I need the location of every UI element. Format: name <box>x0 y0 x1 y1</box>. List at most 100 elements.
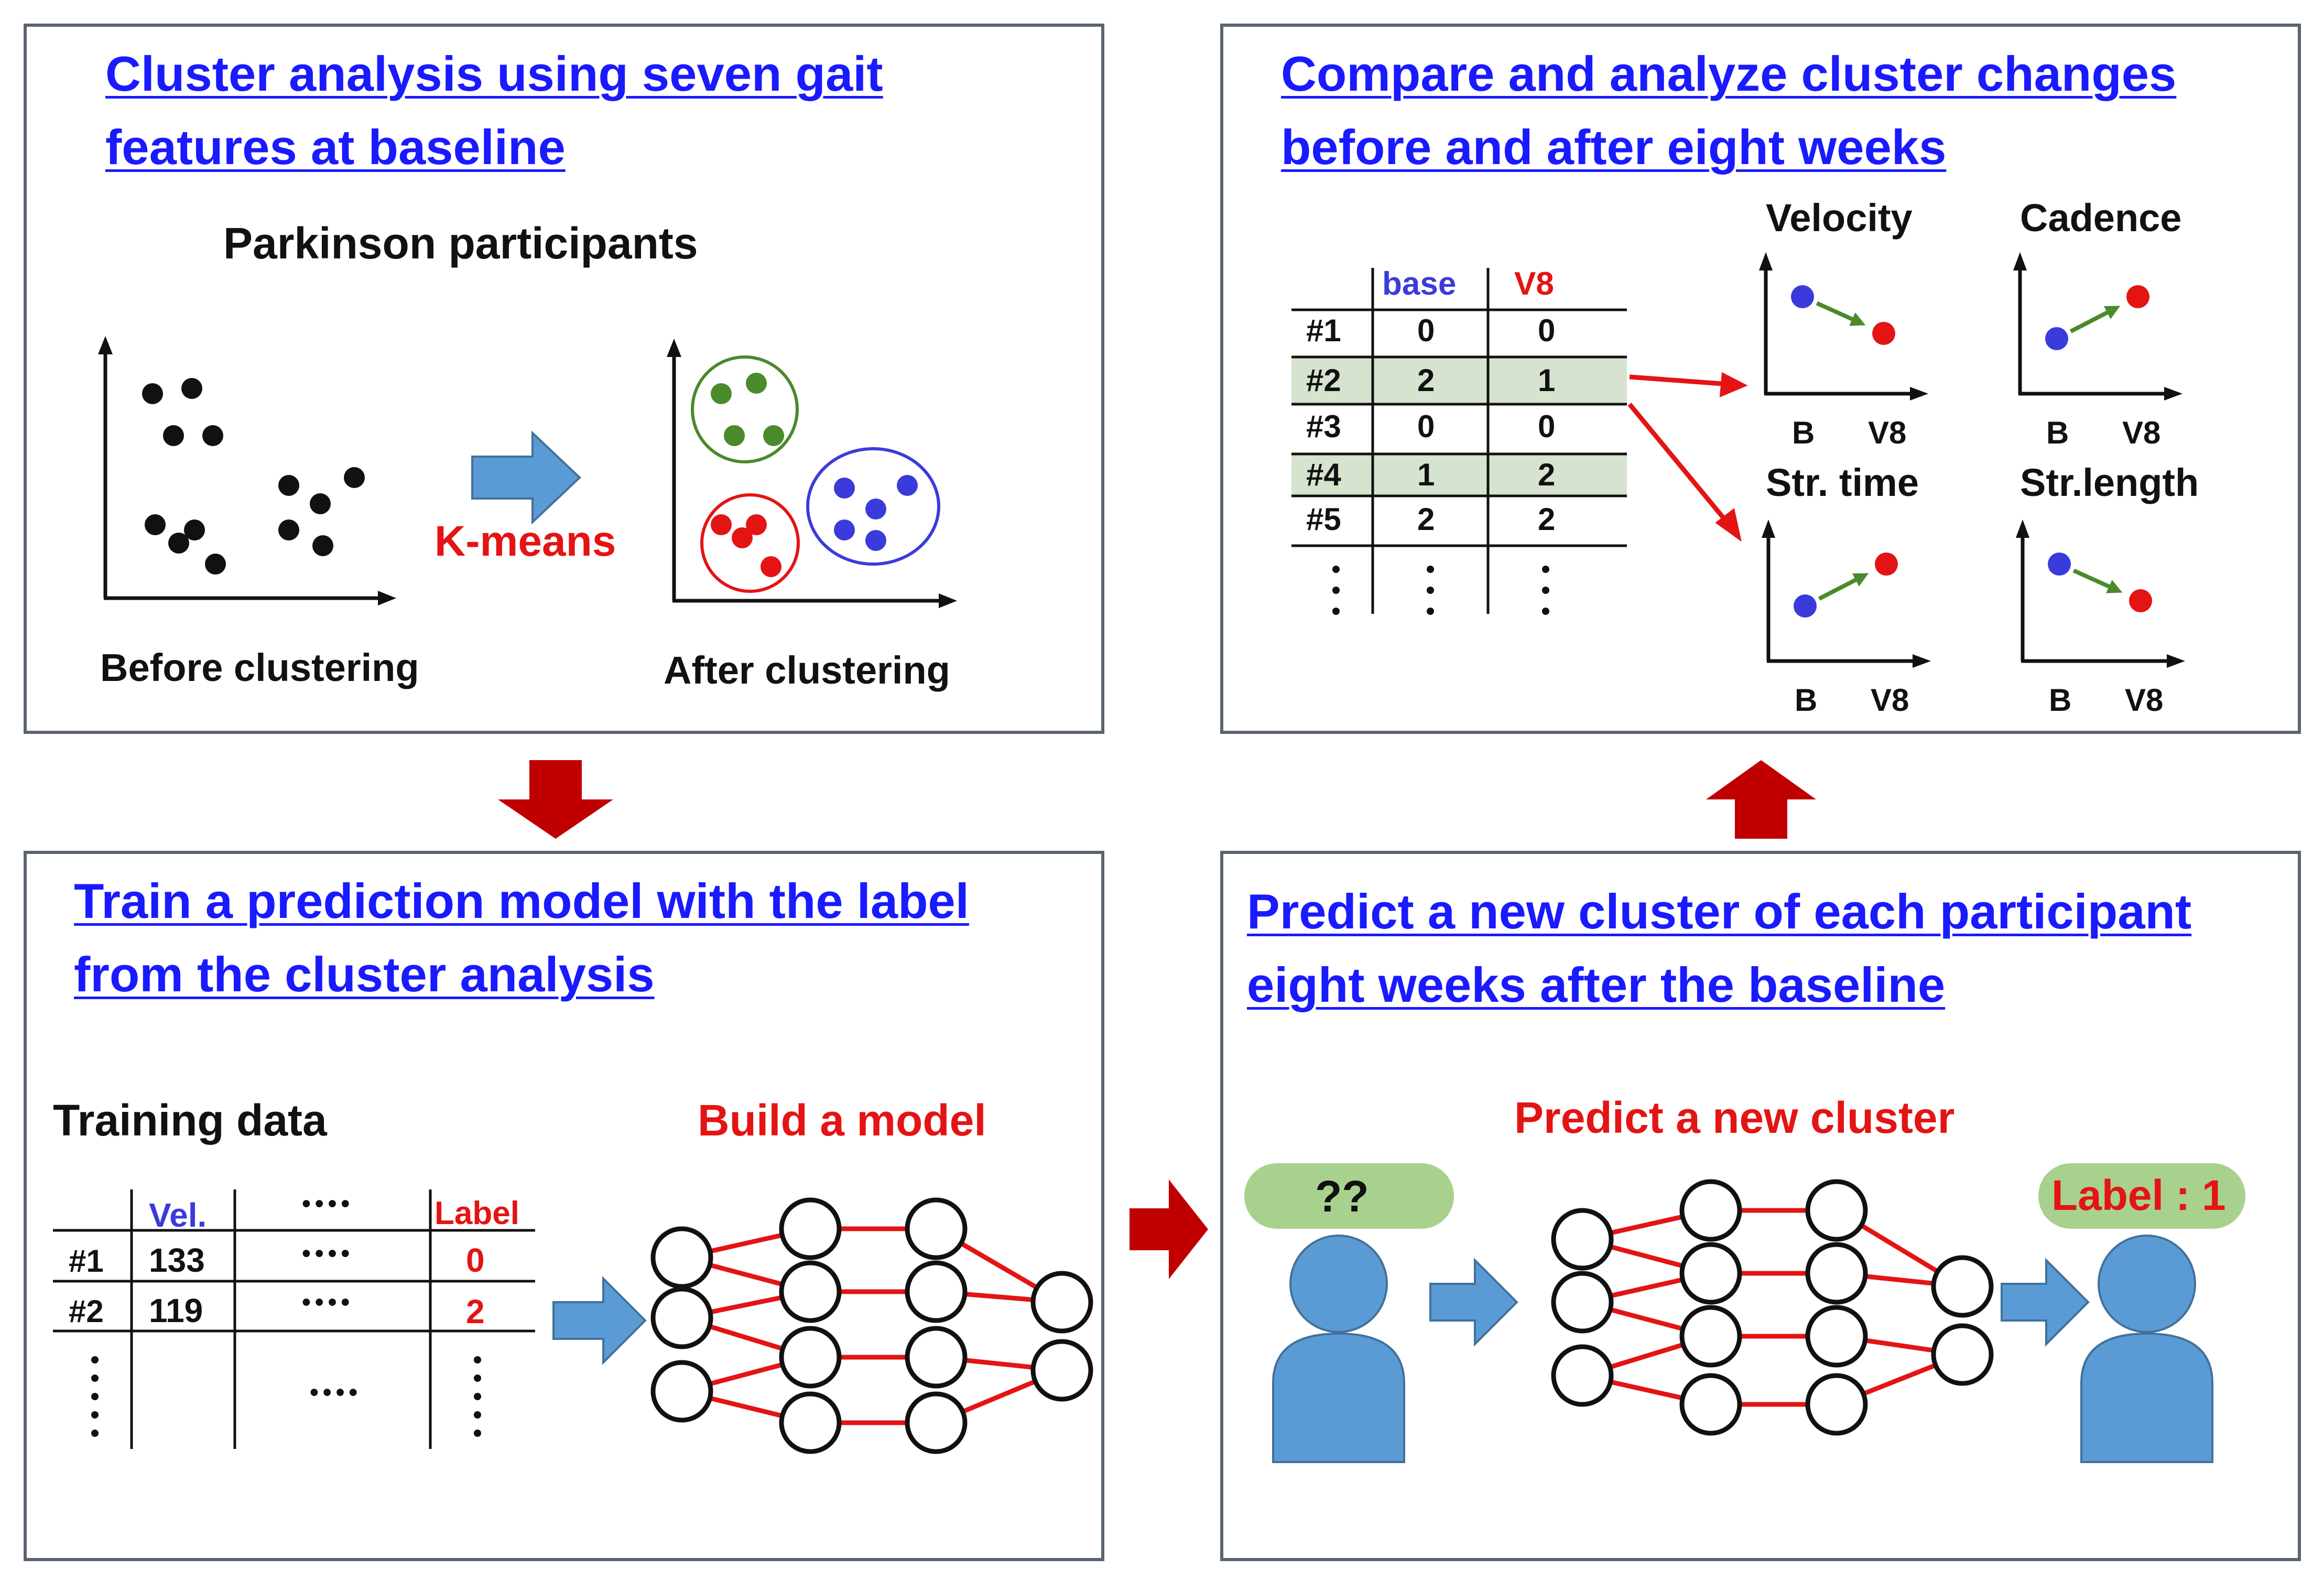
mini-plot-title: Velocity <box>1766 196 1913 240</box>
table-to-plot-arrows <box>1627 372 1748 542</box>
mini-plot-title: Str.length <box>2020 461 2199 504</box>
compare-header-base: base <box>1382 266 1457 302</box>
data-point <box>310 493 331 514</box>
train-title-line1: Train a prediction model with the label <box>74 873 969 928</box>
network-node <box>779 1260 842 1323</box>
table-row1-id: #1 <box>69 1243 104 1279</box>
data-point <box>278 520 299 540</box>
compare-row-id: #4 <box>1306 457 1341 492</box>
data-point <box>865 499 886 520</box>
predict-title-line2: eight weeks after the baseline <box>1247 957 1946 1012</box>
mini-plot-x-arrowhead <box>2164 387 2182 401</box>
panel-train-title: Train a prediction model with the label … <box>74 864 969 1011</box>
v8-point <box>2126 285 2149 308</box>
blue-cluster <box>806 447 940 566</box>
flow-arrow-up <box>1706 760 1816 839</box>
network-node <box>779 1391 842 1454</box>
data-point <box>897 475 918 496</box>
network-to-person-arrow <box>2001 1258 2090 1347</box>
highlight-row-2 <box>1291 357 1627 404</box>
compare-header-v8: V8 <box>1514 266 1554 302</box>
after-clustering-label: After clustering <box>664 648 950 692</box>
panel-train-model: Train a prediction model with the label … <box>24 851 1104 1561</box>
predict-new-cluster-label: Predict a new cluster <box>1514 1093 1955 1142</box>
training-data-label: Training data <box>53 1096 327 1145</box>
data-point <box>746 514 767 535</box>
table-row2-label: 2 <box>466 1293 485 1330</box>
train-title-line2: from the cluster analysis <box>74 947 655 1002</box>
table-bottom-dots: •••• <box>310 1379 362 1406</box>
network-node <box>1679 1179 1742 1242</box>
data-point <box>145 514 166 535</box>
x-label-b: B <box>2046 415 2069 450</box>
compare-row-id: #2 <box>1306 363 1341 398</box>
data-point <box>168 533 189 554</box>
network-node <box>1805 1373 1868 1436</box>
predict-title-line1: Predict a new cluster of each participan… <box>1247 884 2192 939</box>
compare-base-value: 0 <box>1417 409 1435 444</box>
table-row2-dots: •••• <box>302 1289 354 1316</box>
compare-table-graphics <box>1291 268 1748 615</box>
data-point <box>761 556 781 577</box>
network-node <box>1679 1305 1742 1368</box>
network-node <box>905 1326 968 1389</box>
cluster-title-line2: features at baseline <box>105 120 566 175</box>
person-to-network-arrow <box>1429 1258 1518 1347</box>
data-point <box>181 378 202 399</box>
network-node <box>1679 1242 1742 1305</box>
mini-plot-title: Cadence <box>2020 196 2181 240</box>
mini-plot-y-arrowhead <box>1759 252 1773 270</box>
data-point <box>344 467 365 488</box>
mini-plot-y-arrowhead <box>1762 520 1775 538</box>
trend-arrow-line <box>2072 568 2114 590</box>
train-network-graphics <box>552 1197 1093 1454</box>
cluster-graphics <box>98 336 957 608</box>
data-point <box>834 478 855 499</box>
unknown-bubble-text: ?? <box>1315 1172 1369 1221</box>
baseline-point <box>2048 553 2071 576</box>
x-label-b: B <box>1792 415 1815 450</box>
network-node <box>1805 1242 1868 1305</box>
network-node <box>1931 1255 1994 1318</box>
data-point <box>763 425 784 446</box>
compare-row-id: #1 <box>1306 313 1341 348</box>
trend-arrowhead <box>1852 573 1869 587</box>
compare-v8-value: 0 <box>1538 409 1556 444</box>
baseline-point <box>1791 285 1814 308</box>
data-point <box>711 514 732 535</box>
network-node <box>1030 1339 1093 1402</box>
x-label-v8: V8 <box>1871 683 1909 718</box>
trend-arrowhead <box>2103 306 2121 319</box>
cluster-title-line1: Cluster analysis using seven gait <box>105 46 883 101</box>
network-node <box>1931 1323 1994 1386</box>
red-cluster <box>700 493 800 593</box>
network-node <box>1805 1305 1868 1368</box>
compare-base-value: 0 <box>1417 313 1435 348</box>
data-point <box>278 475 299 496</box>
after-y-arrowhead <box>667 339 681 357</box>
baseline-point <box>2045 327 2068 350</box>
result-bubble-text: Label : 1 <box>2051 1172 2226 1219</box>
data-point <box>142 383 163 404</box>
network-node <box>779 1197 842 1260</box>
data-point <box>865 530 886 551</box>
panel-cluster-title: Cluster analysis using seven gait featur… <box>105 37 883 184</box>
network-node <box>905 1260 968 1323</box>
data-point <box>312 535 333 556</box>
data-point <box>202 425 223 446</box>
table-row2-id: #2 <box>69 1294 104 1329</box>
trend-arrow-line <box>1816 301 1857 323</box>
table-row1-vel: 133 <box>149 1241 205 1279</box>
compare-row-id: #5 <box>1306 502 1341 537</box>
compare-base-value: 2 <box>1417 502 1435 537</box>
x-label-v8: V8 <box>2125 683 2163 718</box>
table-row1-dots: •••• <box>302 1240 354 1268</box>
table-header-dots: •••• <box>302 1190 354 1218</box>
after-x-arrowhead <box>939 593 957 608</box>
network-node <box>1551 1344 1614 1407</box>
v8-point <box>2129 589 2152 612</box>
participants-label: Parkinson participants <box>223 219 698 268</box>
x-label-b: B <box>2049 683 2071 718</box>
